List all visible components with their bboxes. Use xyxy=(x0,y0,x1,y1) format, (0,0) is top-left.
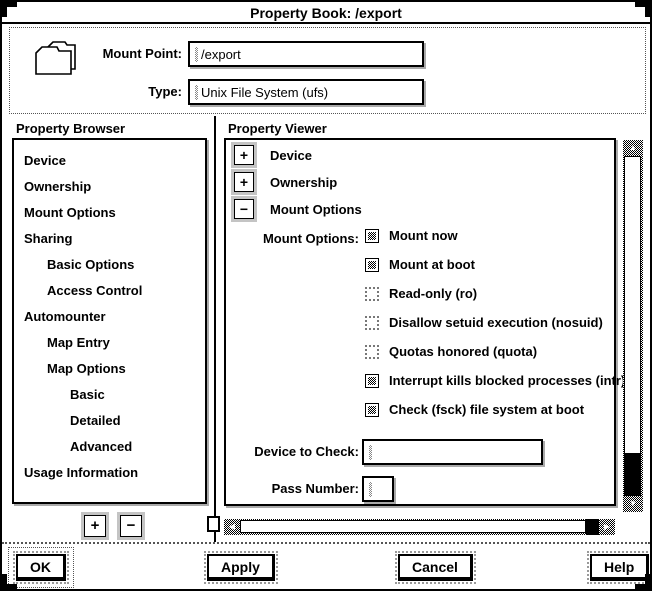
tree-label-mount-options: Mount Options xyxy=(270,201,362,217)
checkbox-quotas-honored[interactable] xyxy=(365,344,379,359)
checkbox-label: Read-only (ro) xyxy=(389,286,478,301)
text-caret xyxy=(369,481,372,497)
default-button-ring: OK xyxy=(8,547,74,588)
expand-toggle-icon[interactable]: + xyxy=(234,172,254,192)
mount-point-value: /export xyxy=(201,46,241,62)
checkbox-mount-at-boot[interactable] xyxy=(365,257,379,272)
checkbox-row: Mount now xyxy=(365,221,625,250)
type-field[interactable]: Unix File System (ufs) xyxy=(188,79,424,105)
pane-divider xyxy=(214,116,216,542)
property-browser-list: Device Ownership Mount Options Sharing B… xyxy=(12,138,207,504)
browser-item-device[interactable]: Device xyxy=(24,153,66,168)
vertical-scrollbar-thumb[interactable] xyxy=(624,156,641,454)
checkbox-label: Disallow setuid execution (nosuid) xyxy=(389,315,603,330)
checkbox-check-fsck[interactable] xyxy=(365,402,379,417)
mount-point-label: Mount Point: xyxy=(102,46,182,61)
mount-options-group-label: Mount Options: xyxy=(262,231,359,246)
horizontal-scrollbar-thumb[interactable] xyxy=(240,520,586,533)
scroll-up-icon[interactable]: ▲ xyxy=(623,140,643,156)
browser-item-sharing[interactable]: Sharing xyxy=(24,231,73,246)
browser-item-map-options[interactable]: Map Options xyxy=(47,361,126,376)
checkbox-row: Check (fsck) file system at boot xyxy=(365,395,625,424)
browser-item-map-entry[interactable]: Map Entry xyxy=(47,335,110,350)
vertical-scrollbar[interactable]: ▲ ▼ xyxy=(623,140,643,512)
mount-options-checkboxes: Mount now Mount at boot Read-only (ro) D… xyxy=(365,221,625,424)
help-button[interactable]: Help xyxy=(586,551,650,584)
property-viewer: + Device + Ownership − Mount Options Mou… xyxy=(224,138,625,506)
mount-point-field[interactable]: /export xyxy=(188,41,424,67)
tree-label-device: Device xyxy=(270,147,312,163)
browser-item-mount-options[interactable]: Mount Options xyxy=(24,205,116,220)
browser-item-basic[interactable]: Basic xyxy=(70,387,105,402)
ok-button[interactable]: OK xyxy=(13,551,69,584)
browser-item-basic-options[interactable]: Basic Options xyxy=(47,257,135,272)
checkbox-mount-now[interactable] xyxy=(365,228,379,243)
window-title: Property Book: /export xyxy=(2,2,650,24)
checkbox-row: Quotas honored (quota) xyxy=(365,337,625,366)
text-caret xyxy=(195,84,198,100)
resize-corner-bottom-left[interactable] xyxy=(2,574,17,589)
tree-label-ownership: Ownership xyxy=(270,174,338,190)
pane-sash-handle[interactable] xyxy=(207,516,220,532)
collapse-toggle-icon[interactable]: − xyxy=(234,199,254,219)
pass-number-field[interactable] xyxy=(362,476,394,502)
pass-number-label: Pass Number: xyxy=(271,481,359,496)
checkbox-read-only[interactable] xyxy=(365,286,379,301)
property-browser-title: Property Browser xyxy=(16,121,126,136)
type-label: Type: xyxy=(148,84,182,99)
apply-button[interactable]: Apply xyxy=(204,551,278,584)
cancel-button[interactable]: Cancel xyxy=(395,551,476,584)
checkbox-disallow-setuid[interactable] xyxy=(365,315,379,330)
browser-item-access-control[interactable]: Access Control xyxy=(47,283,143,298)
resize-corner-top-left[interactable] xyxy=(2,2,17,17)
resize-corner-bottom-right[interactable] xyxy=(635,574,650,589)
scroll-left-icon[interactable]: ◀ xyxy=(224,519,240,535)
checkbox-row: Mount at boot xyxy=(365,250,625,279)
scroll-down-icon[interactable]: ▼ xyxy=(623,496,643,512)
checkbox-row: Interrupt kills blocked processes (intr) xyxy=(365,366,625,395)
type-value: Unix File System (ufs) xyxy=(201,84,329,100)
browser-expand-collapse-buttons: + − xyxy=(84,515,142,537)
text-caret xyxy=(369,444,372,460)
expand-toggle-icon[interactable]: + xyxy=(234,145,254,165)
mount-info-section: Mount Point: /export Type: Unix File Sys… xyxy=(9,27,646,114)
folder-icon xyxy=(32,40,82,87)
device-to-check-field[interactable] xyxy=(362,439,543,465)
text-caret xyxy=(195,46,198,62)
browser-item-detailed[interactable]: Detailed xyxy=(70,413,121,428)
checkbox-label: Mount at boot xyxy=(389,257,475,272)
scroll-right-icon[interactable]: ▶ xyxy=(599,519,615,535)
checkbox-row: Read-only (ro) xyxy=(365,279,625,308)
resize-corner-top-right[interactable] xyxy=(635,2,650,17)
device-to-check-label: Device to Check: xyxy=(254,444,359,459)
checkbox-label: Quotas honored (quota) xyxy=(389,344,538,359)
checkbox-interrupt-kills[interactable] xyxy=(365,373,379,388)
browser-item-usage-information[interactable]: Usage Information xyxy=(24,465,139,480)
browser-item-ownership[interactable]: Ownership xyxy=(24,179,92,194)
horizontal-scrollbar-trough[interactable] xyxy=(586,519,599,535)
tree-row-device: + Device xyxy=(234,144,312,166)
collapse-all-button[interactable]: − xyxy=(120,515,142,537)
tree-row-mount-options: − Mount Options xyxy=(234,198,362,220)
horizontal-scrollbar[interactable]: ◀ ▶ xyxy=(224,519,615,535)
checkbox-label: Mount now xyxy=(389,228,458,243)
browser-item-advanced[interactable]: Advanced xyxy=(70,439,133,454)
expand-all-button[interactable]: + xyxy=(84,515,106,537)
button-bar: OK Apply Cancel Help xyxy=(2,542,650,589)
checkbox-label: Interrupt kills blocked processes (intr) xyxy=(389,373,626,388)
vertical-scrollbar-trough[interactable] xyxy=(624,454,641,496)
property-viewer-title: Property Viewer xyxy=(228,121,327,136)
tree-row-ownership: + Ownership xyxy=(234,171,337,193)
checkbox-label: Check (fsck) file system at boot xyxy=(389,402,585,417)
browser-item-automounter[interactable]: Automounter xyxy=(24,309,106,324)
checkbox-row: Disallow setuid execution (nosuid) xyxy=(365,308,625,337)
